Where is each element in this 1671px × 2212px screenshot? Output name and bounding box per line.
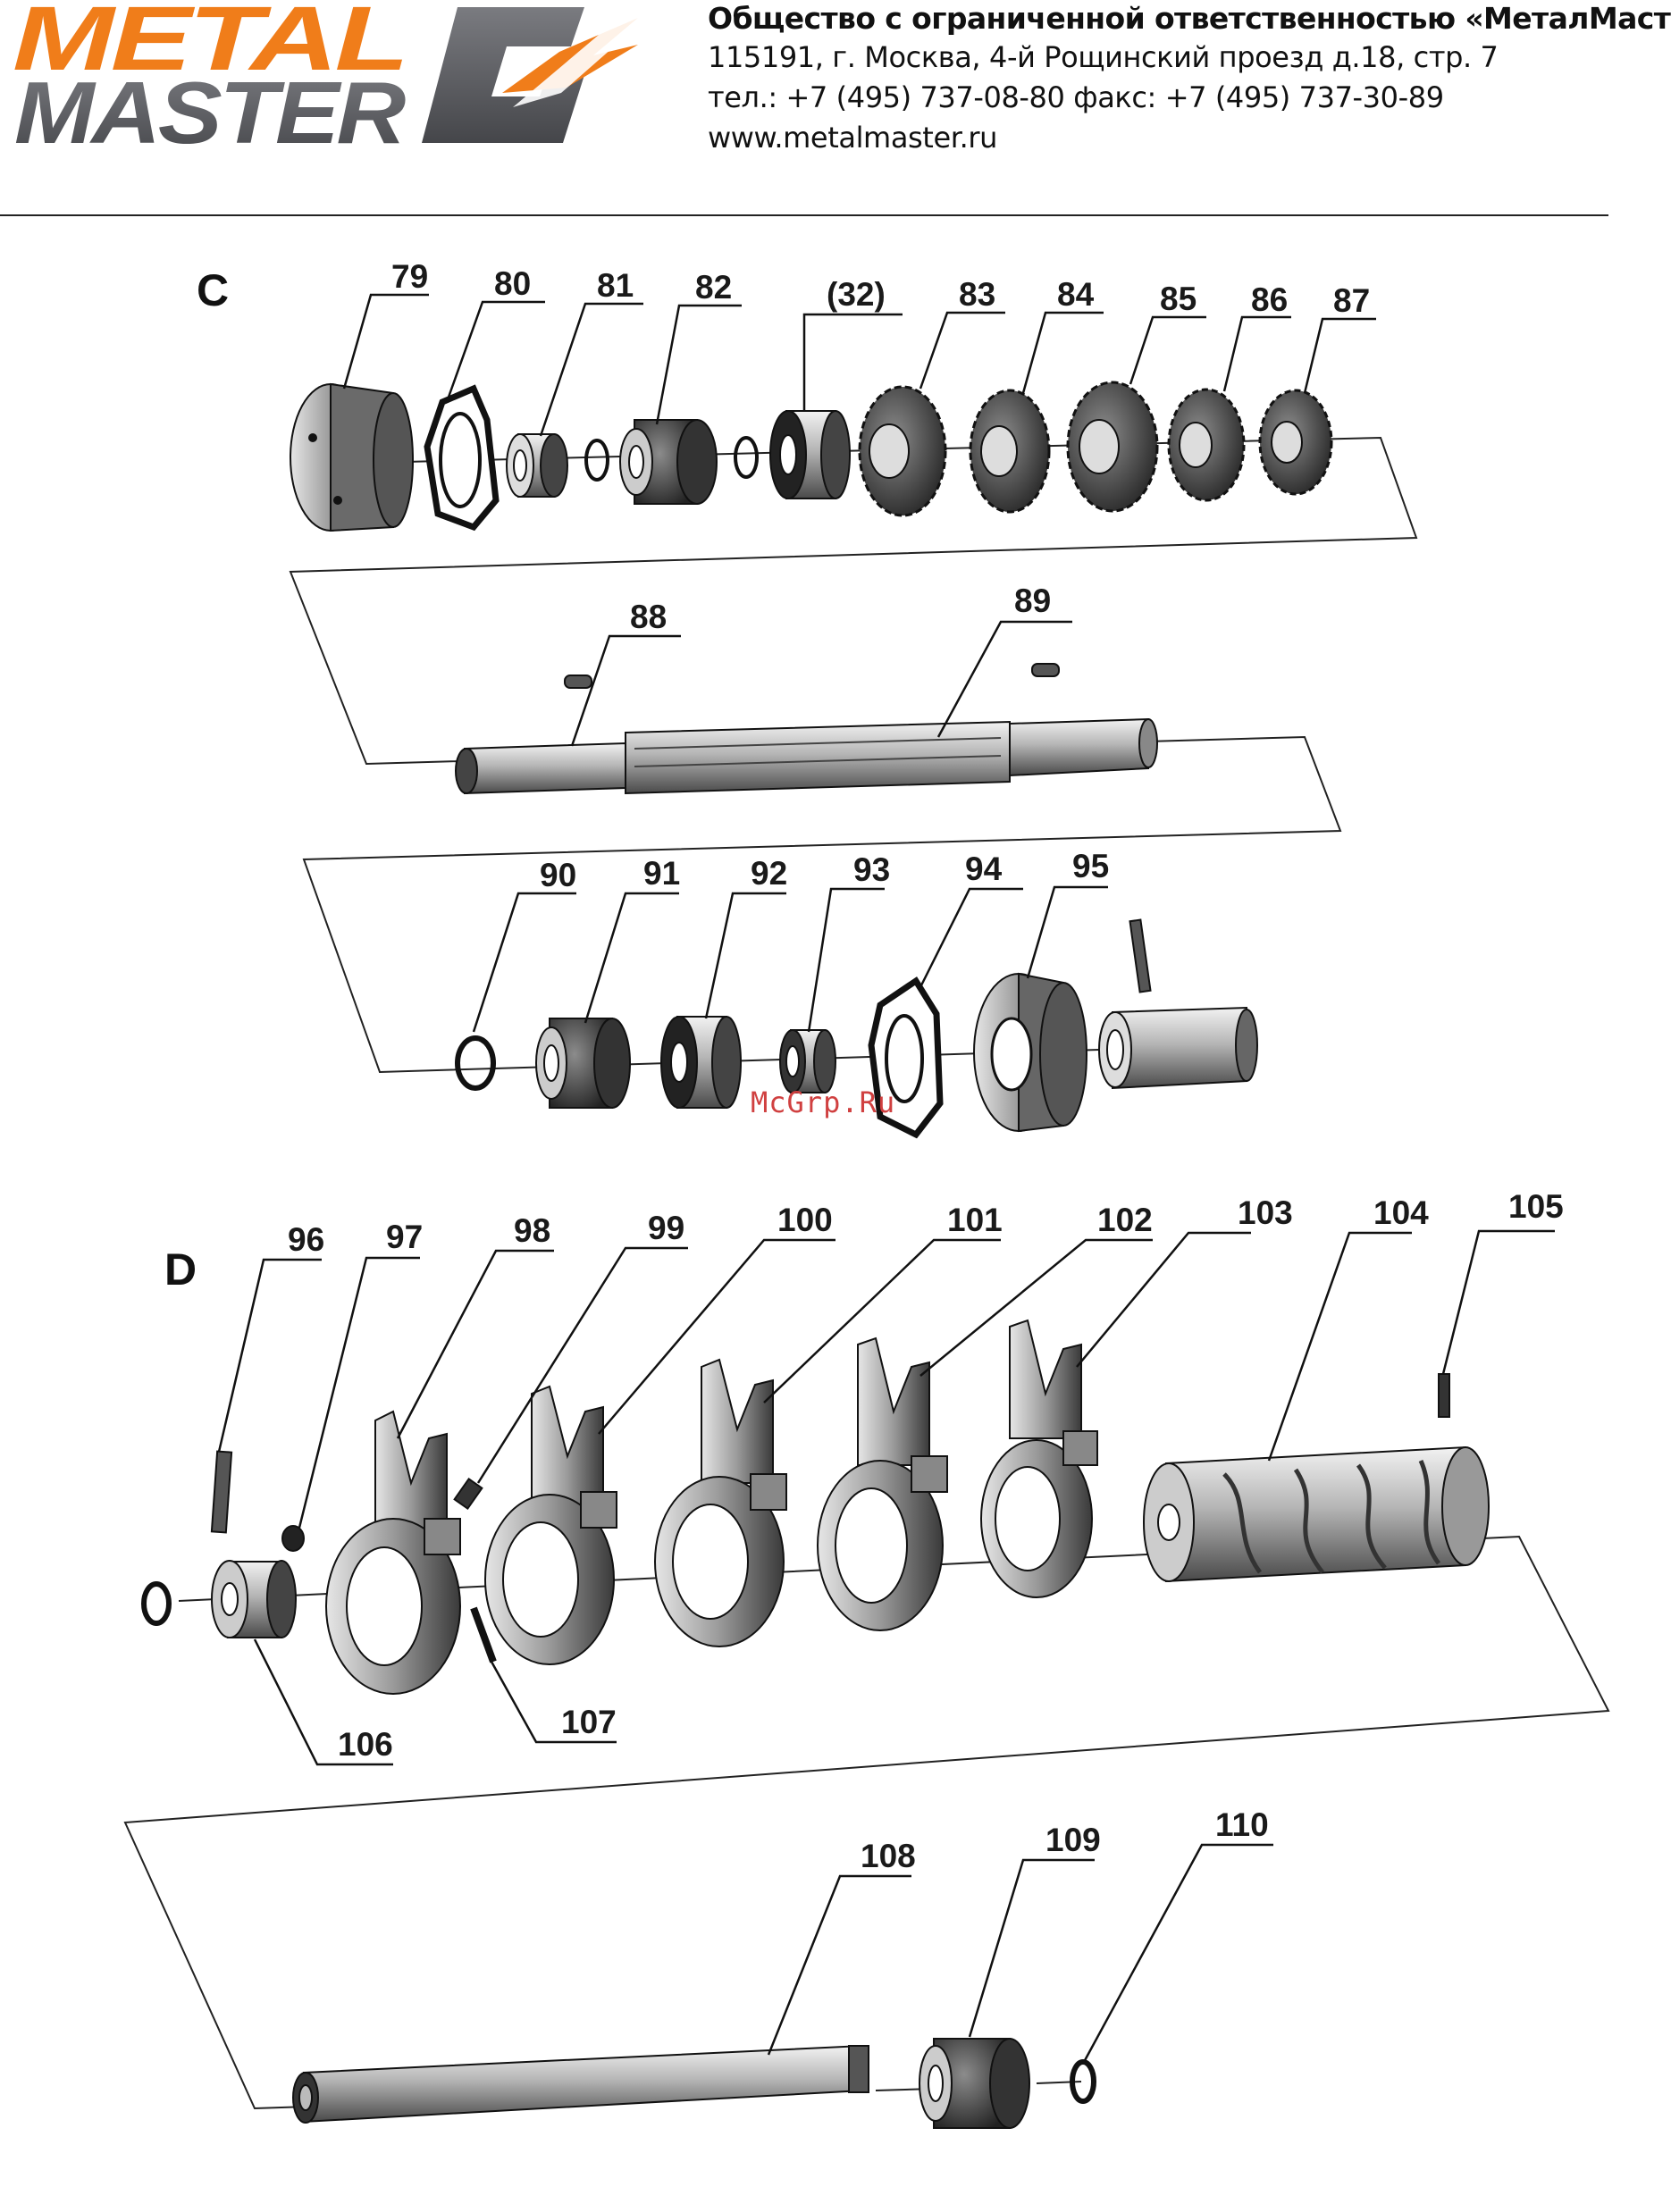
section-letter-d: D xyxy=(164,1244,197,1295)
part-91-gear-bushing xyxy=(535,1018,631,1109)
label-103: 103 xyxy=(1238,1194,1293,1231)
company-name: Общество с ограниченной ответственностью… xyxy=(708,1,1671,36)
label-89: 89 xyxy=(1014,582,1051,619)
part-101-shift-fork xyxy=(654,1358,787,1647)
label-107: 107 xyxy=(561,1704,617,1740)
part-81-bearing xyxy=(506,433,568,498)
label-84: 84 xyxy=(1057,276,1095,313)
part-95-sleeve-pin xyxy=(1098,918,1258,1090)
part-96-pin xyxy=(210,1450,233,1534)
label-32: (32) xyxy=(827,276,886,313)
label-87: 87 xyxy=(1333,282,1370,319)
part-104-drum-cam xyxy=(1143,1445,1490,1583)
part-32-bearing xyxy=(769,410,851,499)
part-88-key xyxy=(564,663,1060,689)
watermark-text: McGrp.Ru xyxy=(751,1085,895,1119)
label-93: 93 xyxy=(853,851,890,888)
part-86-gear xyxy=(1167,388,1246,502)
label-80: 80 xyxy=(494,265,531,302)
label-109: 109 xyxy=(1045,1822,1101,1858)
label-104: 104 xyxy=(1373,1194,1429,1231)
part-95-flange xyxy=(973,972,1087,1133)
part-87-gear xyxy=(1258,389,1333,496)
label-79: 79 xyxy=(391,258,428,295)
label-106: 106 xyxy=(338,1726,393,1763)
metal-master-logo: METAL MASTER xyxy=(13,0,663,156)
part-ring-106a xyxy=(141,1581,172,1626)
label-90: 90 xyxy=(540,857,576,893)
part-102-shift-fork xyxy=(817,1336,948,1631)
label-105: 105 xyxy=(1508,1188,1564,1225)
label-110: 110 xyxy=(1215,1806,1269,1843)
part-number-labels: 79 80 81 82 (32) 83 84 85 86 87 88 89 90… xyxy=(288,258,1564,1874)
label-81: 81 xyxy=(597,267,634,304)
label-82: 82 xyxy=(695,269,732,306)
label-98: 98 xyxy=(514,1212,550,1249)
part-106-collar xyxy=(211,1560,297,1638)
label-94: 94 xyxy=(965,850,1003,887)
label-83: 83 xyxy=(959,276,995,313)
part-98-shift-fork xyxy=(325,1410,461,1695)
label-91: 91 xyxy=(643,855,680,892)
label-99: 99 xyxy=(648,1210,684,1246)
label-102: 102 xyxy=(1097,1202,1153,1238)
label-86: 86 xyxy=(1251,281,1288,318)
part-80-gasket xyxy=(424,384,500,532)
label-100: 100 xyxy=(777,1202,833,1238)
part-107-pin xyxy=(470,1606,497,1663)
logo-word-metal: METAL xyxy=(13,0,406,89)
part-97-ball xyxy=(281,1525,305,1552)
part-84-gear xyxy=(969,389,1051,514)
company-info: Общество с ограниченной ответственностью… xyxy=(708,0,1671,158)
part-79-flange-cover xyxy=(290,382,414,532)
part-105-pin xyxy=(1438,1373,1450,1418)
company-address: 115191, г. Москва, 4-й Рощинский проезд … xyxy=(708,40,1499,74)
part-ring-81a xyxy=(584,439,609,482)
logo-word-master: MASTER xyxy=(14,63,407,156)
header-separator xyxy=(0,214,1608,216)
part-100-shift-fork xyxy=(484,1385,617,1665)
label-92: 92 xyxy=(751,855,787,892)
part-92-bearing xyxy=(660,1016,742,1109)
label-95: 95 xyxy=(1072,848,1109,884)
logo-emblem xyxy=(422,4,663,143)
part-99-spring xyxy=(453,1477,483,1511)
part-103-shift-fork xyxy=(980,1319,1098,1598)
part-94-gasket xyxy=(868,976,944,1139)
company-phone-fax: тел.: +7 (495) 737-08-80 факс: +7 (495) … xyxy=(708,80,1444,114)
section-letter-c: C xyxy=(197,265,229,315)
label-101: 101 xyxy=(947,1202,1003,1238)
label-97: 97 xyxy=(386,1219,423,1255)
part-ring-82a xyxy=(734,436,759,479)
part-90-ring xyxy=(455,1035,496,1091)
part-93-bearing-small xyxy=(779,1029,836,1093)
part-82-gear xyxy=(619,419,718,505)
label-88: 88 xyxy=(630,599,667,635)
part-89-splined-shaft xyxy=(455,717,1158,795)
part-85-gear xyxy=(1066,381,1159,513)
label-96: 96 xyxy=(288,1221,324,1258)
company-website[interactable]: www.metalmaster.ru xyxy=(708,121,997,155)
exploded-parts-diagram: C D xyxy=(123,258,1610,2129)
part-83-gear xyxy=(858,385,947,517)
leader-lines xyxy=(217,293,1555,2065)
part-109-gear-bushing xyxy=(919,2038,1030,2129)
part-108-rod xyxy=(292,2044,869,2124)
label-108: 108 xyxy=(861,1838,916,1874)
label-85: 85 xyxy=(1160,281,1197,317)
